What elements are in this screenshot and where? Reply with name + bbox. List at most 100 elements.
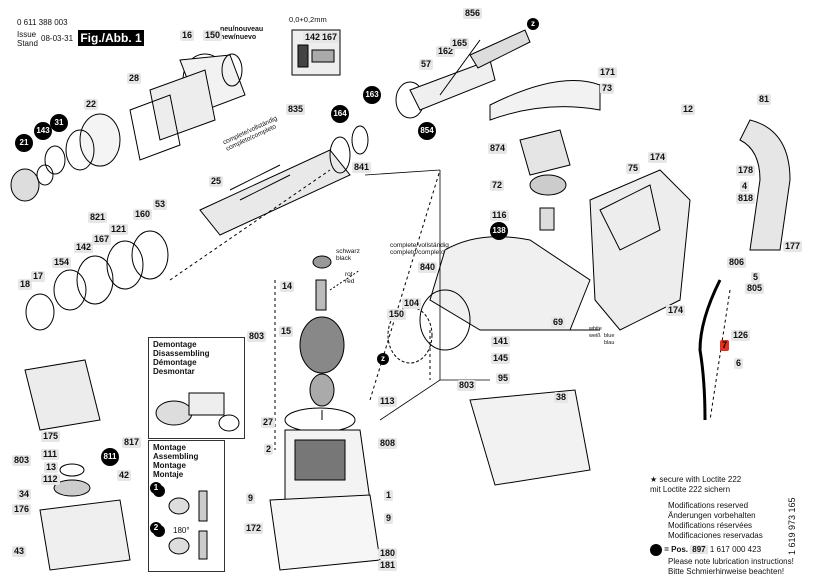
pos-label: = Pos. [664,545,689,555]
label-162: 162 [436,46,456,57]
label-6: 6 [734,358,744,369]
label-12: 12 [681,104,696,115]
label-167: 167 [320,32,340,43]
pos-bullet-icon [650,544,662,556]
label-18: 18 [18,279,33,290]
label-22: 22 [84,99,99,110]
label-142b: 142 [74,242,94,253]
rot-label: rot red [345,271,355,285]
label-874: 874 [488,143,508,154]
label-818: 818 [736,193,756,204]
angle-label: 180° [173,526,190,535]
label-69: 69 [551,317,566,328]
label-171: 171 [598,67,618,78]
bullet-21: 21 [15,134,33,152]
pos-note: = Pos. 897 1 617 000 423 [650,544,761,556]
label-126: 126 [731,330,751,341]
step-1-bullet: 1 [150,482,162,494]
bullet-138: 138 [490,222,508,240]
disassembling-de: Demontage [153,340,197,349]
assembling-fr: Montage [153,461,186,470]
label-116: 116 [490,210,509,221]
label-150b: 150 [387,309,407,320]
assembling-box: Montage Assembling Montage Montaje 180° [148,440,225,572]
label-75: 75 [626,163,641,174]
issue-date: 08-03-31 [41,34,74,43]
label-14: 14 [280,281,295,292]
label-9: 9 [246,493,256,504]
bullet-854: 854 [418,122,436,140]
label-808: 808 [378,438,398,449]
label-154: 154 [52,257,72,268]
label-806: 806 [727,257,747,268]
label-1: 1 [384,490,394,501]
pos-part-number: 1 617 000 423 [709,545,762,555]
label-817: 817 [122,437,142,448]
label-165: 165 [450,38,470,49]
assembling-illustration [153,485,208,560]
disassembling-title: Demontage Disassembling Démontage Desmon… [149,338,244,378]
disassembling-en: Disassembling [153,349,210,358]
bullet-811: 811 [101,448,119,466]
pos-number: 897 [690,545,708,555]
label-172: 172 [244,523,264,534]
label-73: 73 [600,83,615,94]
label-160: 160 [133,209,153,220]
label-175: 175 [41,431,61,442]
blue-label: blue blau [604,333,615,346]
label-841: 841 [352,162,372,173]
label-5: 5 [751,272,761,283]
label-25: 25 [209,176,224,187]
label-113: 113 [378,396,397,407]
assembling-de: Montage [153,443,186,452]
label-72: 72 [490,180,505,191]
label-7: 7 [720,340,730,351]
bullet-163: 163 [363,86,381,104]
label-112: 112 [41,474,60,485]
label-43: 43 [12,546,27,557]
label-28: 28 [127,73,142,84]
label-13: 13 [44,462,59,473]
label-17: 17 [31,271,46,282]
label-176: 176 [12,504,32,515]
label-840: 840 [418,262,438,273]
assembling-es: Montaje [153,470,184,479]
reserved-note: Modifications reserved Änderungen vorbeh… [668,501,763,540]
bullet-z2: z [377,353,389,365]
label-167b: 167 [92,234,112,245]
label-2: 2 [264,444,274,455]
label-856: 856 [463,8,483,19]
figure-title: Fig./Abb. 1 [78,30,144,46]
label-141: 141 [491,336,511,347]
label-15: 15 [279,326,294,337]
loctite-star-icon: ★ [650,475,658,484]
complete-label-840: complete/vollständig completo/completo [390,242,449,256]
label-803: 803 [247,331,267,342]
label-174b: 174 [666,305,686,316]
disassembling-box: Demontage Disassembling Démontage Desmon… [148,337,245,439]
label-95: 95 [496,373,511,384]
label-121: 121 [109,224,129,235]
label-4: 4 [740,181,750,192]
label-145: 145 [491,353,511,364]
label-53: 53 [153,199,168,210]
label-142: 142 [303,32,323,43]
label-57: 57 [419,59,434,70]
label-150: 150 [203,30,223,41]
label-34: 34 [17,489,32,500]
disassembling-illustration [155,392,240,432]
bullet-z1: z [527,18,539,30]
part-number: 0 611 388 003 [17,18,68,27]
label-27: 27 [261,417,276,428]
assembling-en: Assembling [153,452,199,461]
label-803b: 803 [457,380,477,391]
step-2-bullet: 2 [150,522,162,534]
bullet-143: 143 [34,122,52,140]
label-178: 178 [736,165,756,176]
schwarz-label: schwarz black [336,248,360,262]
bullet-31: 31 [50,114,68,132]
label-16: 16 [180,30,195,41]
loctite-note: ★ secure with Loctite 222 mit Loctite 22… [650,475,741,495]
label-181: 181 [378,560,398,571]
